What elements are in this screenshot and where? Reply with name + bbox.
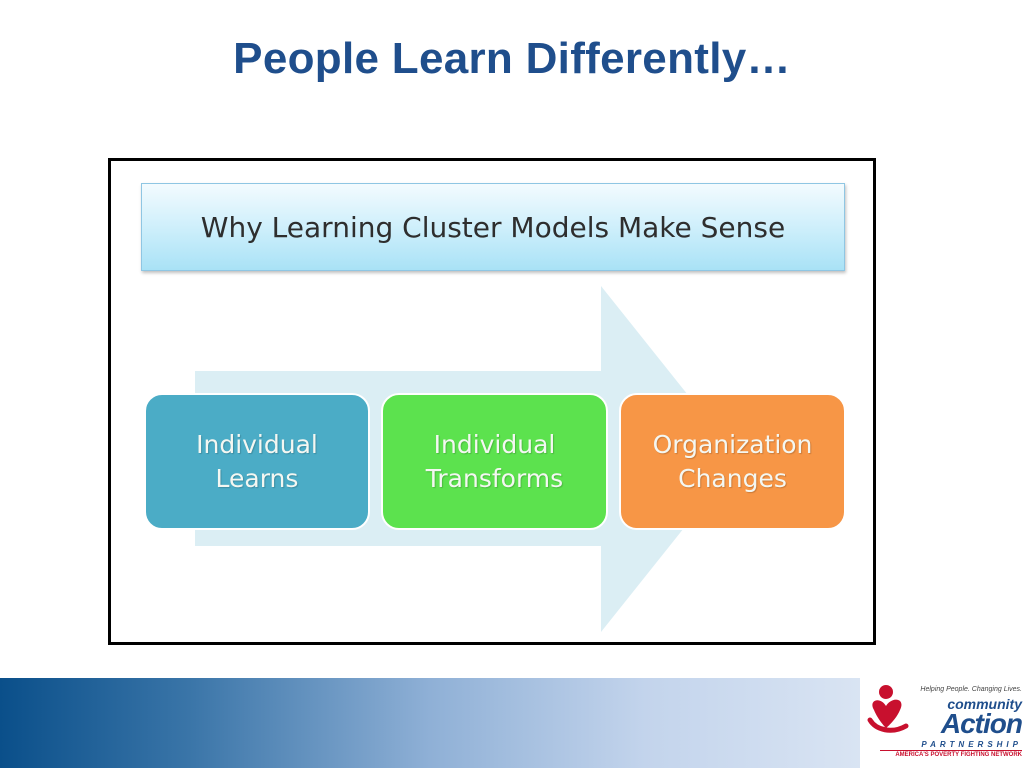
step-label: Individual Transforms — [425, 429, 564, 493]
logo-tagline: Helping People. Changing Lives. — [920, 686, 1022, 693]
heart-hand-icon — [867, 685, 909, 733]
step-organization-changes: Organization Changes — [619, 393, 846, 530]
community-action-logo: Helping People. Changing Lives. communit… — [860, 678, 1024, 768]
diagram-frame: Why Learning Cluster Models Make Sense I… — [108, 158, 876, 645]
step-label: Individual Learns — [196, 429, 318, 493]
logo-word-action: Action — [940, 708, 1023, 739]
slide-title: People Learn Differently… — [233, 34, 791, 83]
diagram-banner: Why Learning Cluster Models Make Sense — [141, 183, 845, 271]
footer-gradient-bar — [0, 678, 860, 768]
step-label: Organization Changes — [652, 429, 813, 493]
banner-text: Why Learning Cluster Models Make Sense — [200, 210, 786, 244]
logo-word-partnership: PARTNERSHIP — [921, 740, 1022, 749]
step-individual-transforms: Individual Transforms — [381, 393, 608, 530]
logo-divider — [880, 750, 1022, 751]
logo-network-text: AMERICA'S POVERTY FIGHTING NETWORK — [895, 752, 1022, 758]
logo-word-community: community — [947, 696, 1022, 712]
step-individual-learns: Individual Learns — [144, 393, 370, 530]
